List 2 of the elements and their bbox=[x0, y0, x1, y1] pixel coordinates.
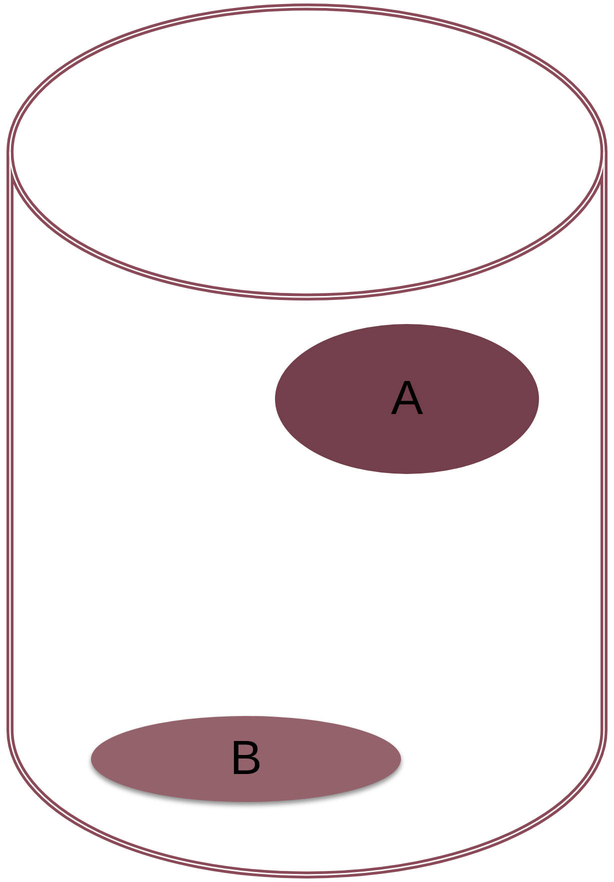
region-label: B bbox=[230, 735, 262, 783]
region-label: A bbox=[390, 375, 423, 423]
